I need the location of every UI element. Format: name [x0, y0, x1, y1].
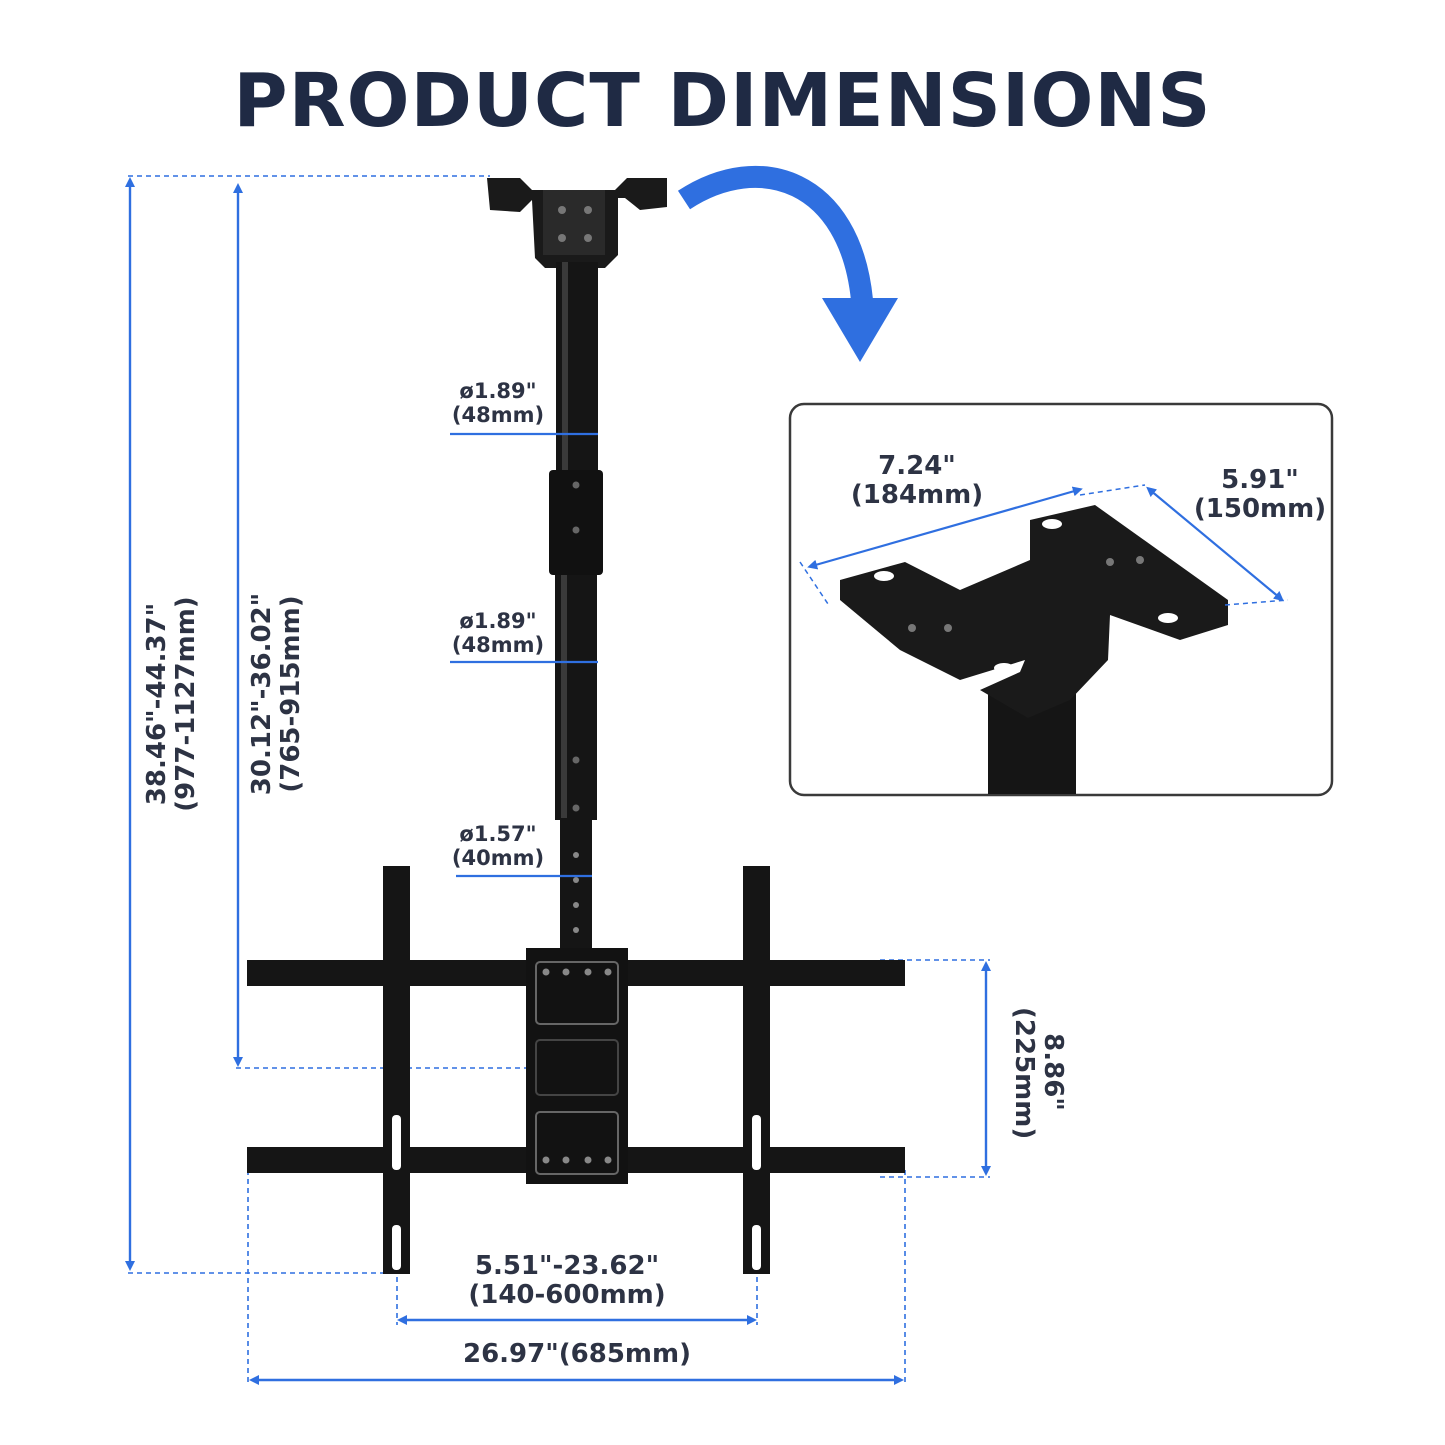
page-title: PRODUCT DIMENSIONS: [233, 58, 1212, 144]
pole-height-label: 30.12"-36.02" (765-915mm): [247, 592, 307, 796]
pole-lower-diameter-label: ø1.57" (40mm): [451, 822, 545, 870]
bracket-height-label: 8.86" (225mm): [1008, 1007, 1068, 1140]
plate-width-dimension-line: [1146, 486, 1284, 602]
plate-length-label: 7.24" (184mm): [850, 451, 984, 511]
pole-upper-diameter-label: ø1.89" (48mm): [451, 379, 545, 427]
total-width-label: 26.97"(685mm): [462, 1339, 691, 1369]
plate-length-dimension-line: [807, 486, 1083, 570]
dimension-lines: [125, 177, 991, 1385]
ceiling-mount-pole: [487, 178, 667, 953]
plate-width-label: 5.91" (150mm): [1193, 465, 1327, 525]
total-height-label: 38.46"-44.37" (977-1127mm): [142, 596, 202, 812]
vesa-width-label: 5.51"-23.62" (140-600mm): [468, 1251, 666, 1311]
pole-middle-diameter-label: ø1.89" (48mm): [451, 609, 545, 657]
ceiling-plate-detail: [788, 402, 1334, 797]
zoom-arrow: [677, 166, 898, 362]
tv-bracket: [247, 866, 905, 1274]
diameter-indicator-lines: [450, 432, 598, 878]
